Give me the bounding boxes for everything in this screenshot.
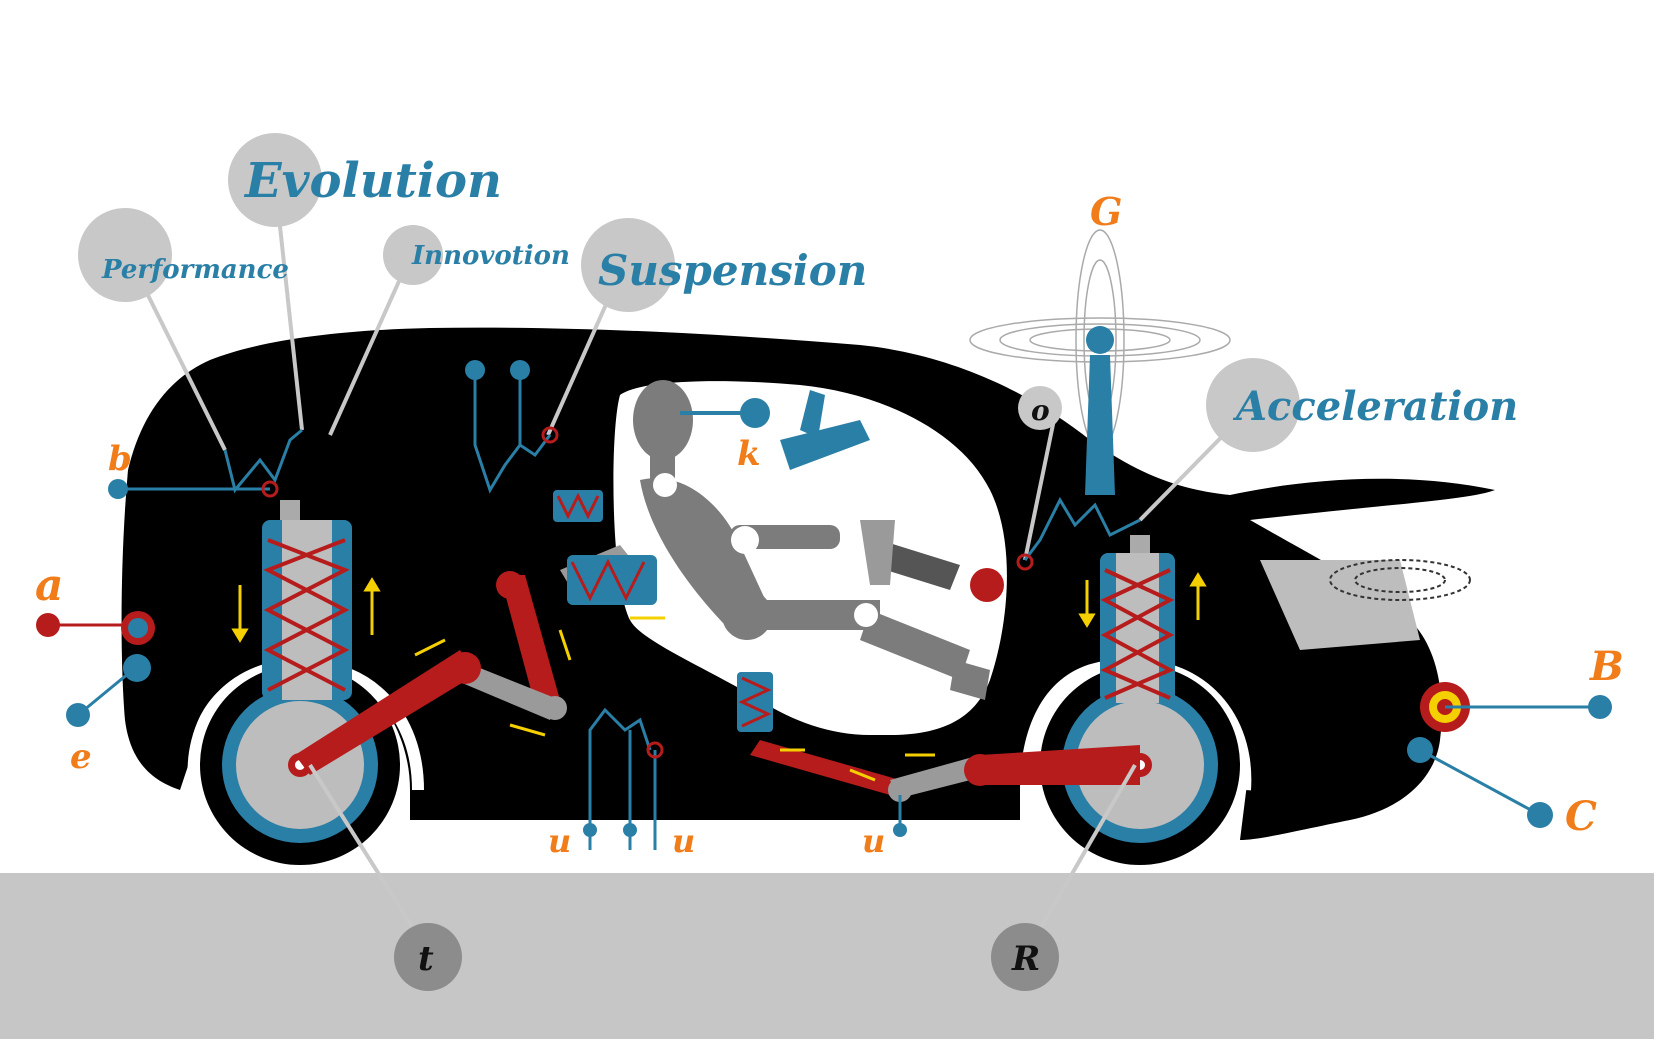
callout-innovation-bubble [383,225,443,285]
callout-r-bubble [991,923,1059,991]
steering [780,390,1004,602]
engine-block [1260,559,1471,650]
connector-lines [77,370,1600,850]
connector-dots [66,360,1612,837]
label-u-3: u [862,822,885,860]
small-spring-upper [553,490,603,522]
rear-spring [262,500,352,700]
callout-t-bubble [394,923,462,991]
label-t: t [418,939,434,979]
label-b-lower: b [108,439,132,479]
callout-evolution-bubble [228,133,322,227]
label-c: C [1565,793,1597,840]
title-acceleration: Acceleration [1232,383,1518,430]
label-o: o [1031,394,1050,427]
label-e: e [70,737,92,777]
small-spring-lower [737,672,773,732]
tail-light [121,611,155,682]
callout-performance-bubble [78,208,172,302]
label-u-1: u [548,822,571,860]
driver-mannequin [633,380,990,700]
callout-o-bubble [1018,386,1062,430]
title-suspension: Suspension [598,246,867,295]
front-spring [1100,535,1175,703]
motion-arrows [231,572,1207,782]
small-spring-middle [567,555,657,605]
title-performance: Performance [101,255,289,285]
road [0,873,1654,1039]
label-a: a [35,560,64,611]
front-linkage [750,740,1140,802]
callout-suspension-bubble [581,218,675,312]
label-u-2: u [672,822,695,860]
label-b-upper: B [1589,643,1624,690]
callout-acceleration-bubble [1206,358,1300,452]
label-r: R [1011,939,1040,979]
title-evolution: Evolution [243,153,502,209]
title-innovation: Innovotion [411,241,570,271]
label-g: G [1090,189,1122,234]
red-connector-dots [261,426,1034,759]
label-k: k [737,434,761,474]
a-connector [36,613,125,637]
antenna [969,229,1231,495]
